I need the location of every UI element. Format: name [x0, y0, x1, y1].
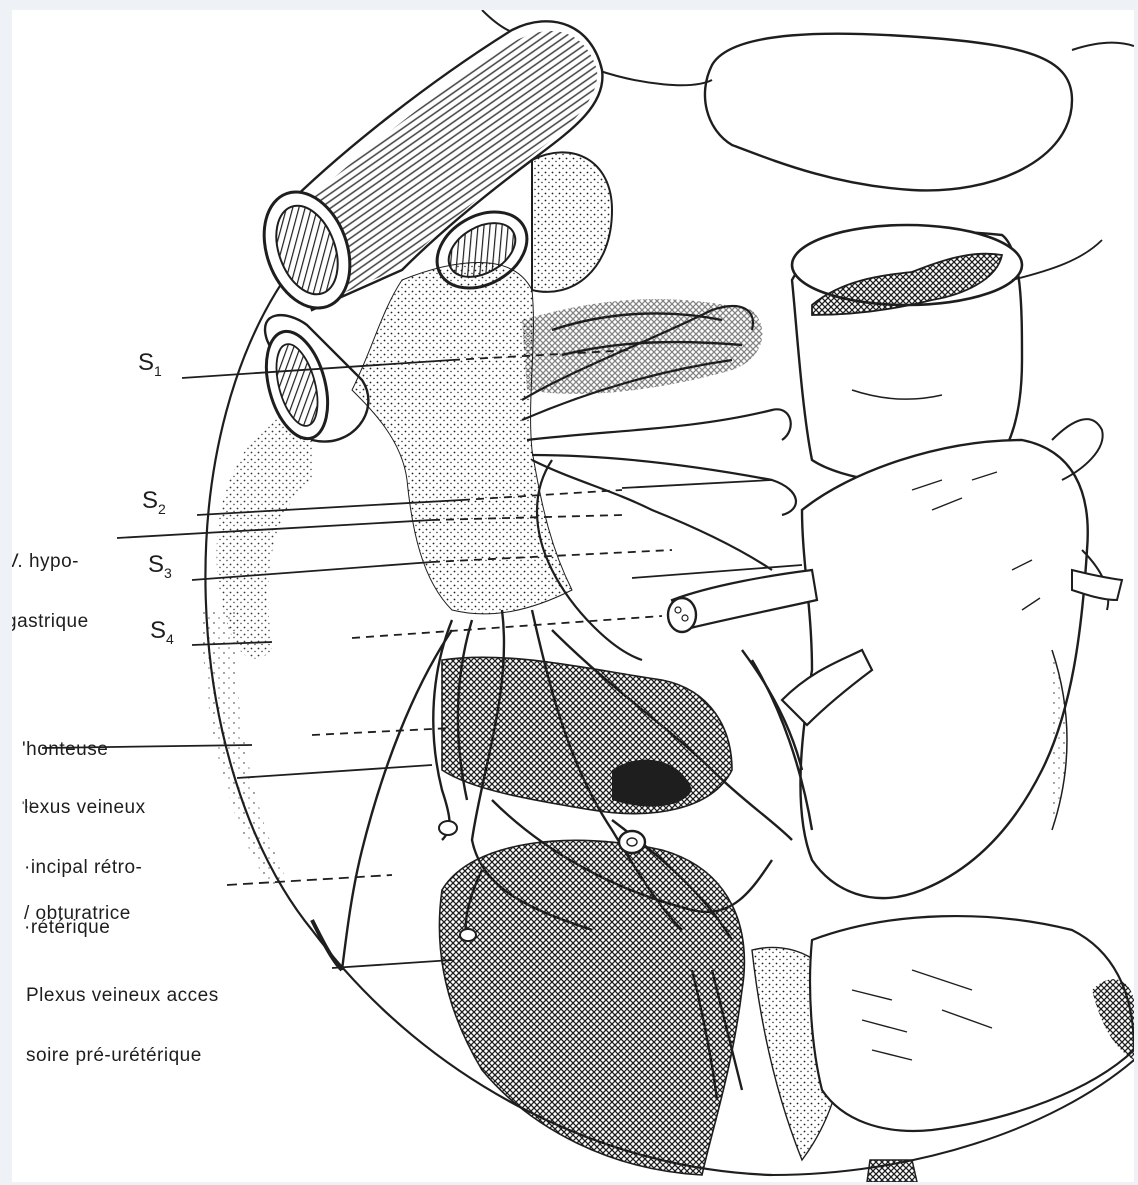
label-plexus-pre-ureterique: Plexus veineux acces soire pré-urétériqu…	[26, 946, 219, 1106]
organ-top	[705, 34, 1072, 191]
label-s4: S4	[150, 618, 174, 647]
anatomical-plate: S1 S2 S3 S4 V. hypo- gastrique 'honteuse…	[12, 10, 1134, 1182]
upper-fold	[532, 152, 612, 292]
label-s1: S1	[138, 350, 162, 379]
bladder-base	[810, 916, 1134, 1131]
paravesical-field	[439, 840, 744, 1175]
label-s2: S2	[142, 488, 166, 517]
label-v-hypogastrique: V. hypo- gastrique	[12, 512, 89, 672]
label-s3: S3	[148, 552, 172, 581]
